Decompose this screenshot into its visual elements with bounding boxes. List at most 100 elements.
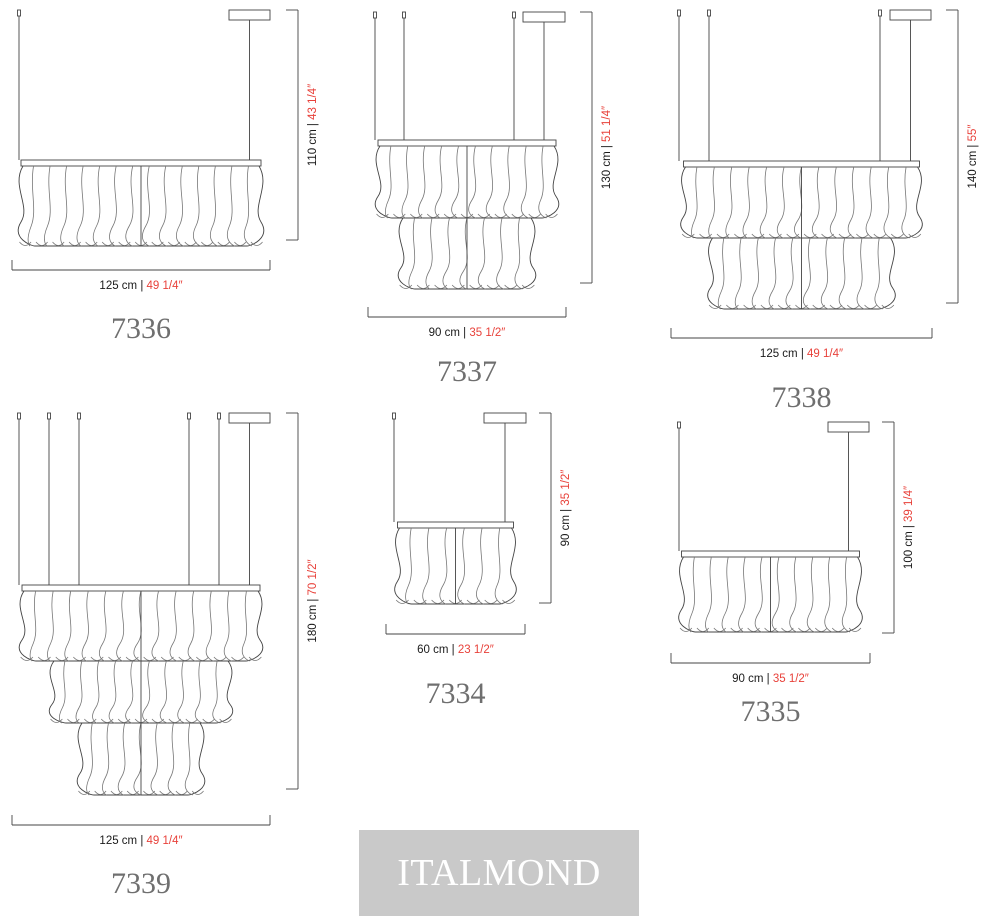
glass-slat — [76, 165, 84, 247]
height-label: 110 cm | 43 1/4″ — [307, 84, 319, 166]
slat-loop — [143, 790, 156, 795]
glass-slat — [451, 145, 460, 219]
width-inches: 49 1/4″ — [807, 348, 843, 360]
glass-slat — [485, 145, 494, 219]
width-cm: 90 cm | — [732, 673, 773, 685]
glass-slat — [688, 556, 695, 633]
frame-bar — [21, 584, 261, 592]
slat-loop — [726, 304, 739, 309]
glass-slat — [212, 660, 221, 724]
glass-slat — [776, 166, 785, 239]
glass-slat — [459, 217, 468, 290]
slat-loop — [117, 718, 131, 723]
height-inches: 51 1/4″ — [601, 106, 613, 142]
cable-anchor — [77, 412, 81, 420]
ceiling-canopy — [889, 9, 932, 21]
slat-loop — [151, 718, 165, 723]
glass-slat — [81, 590, 89, 662]
cable-anchor — [677, 421, 681, 429]
ceiling-canopy — [228, 9, 271, 21]
product-7338: 140 cm | 55″125 cm | 49 1/4″7338 — [670, 9, 979, 414]
glass-slat — [159, 660, 168, 724]
height-inches: 43 1/4″ — [307, 84, 319, 120]
slat-loop — [85, 241, 98, 246]
slat-loop — [101, 241, 115, 246]
tier-edge-left — [397, 217, 416, 290]
product-7335: 100 cm | 39 1/4″90 cm | 35 1/2″7335 — [670, 421, 915, 728]
slat-loop — [410, 213, 423, 218]
slat-loop — [399, 284, 413, 289]
slat-loop — [873, 233, 887, 238]
height-label: 140 cm | 55″ — [967, 125, 979, 189]
glass-slat — [205, 590, 214, 662]
slat-loop — [786, 233, 800, 238]
height-inches: 55″ — [967, 125, 979, 142]
height-label: 130 cm | 51 1/4″ — [601, 106, 613, 189]
glass-slat — [789, 556, 798, 633]
width-label: 90 cm | 35 1/2″ — [732, 673, 809, 685]
ceiling-canopy — [522, 11, 566, 23]
slat-loop — [67, 718, 80, 723]
slat-loop — [20, 656, 34, 661]
tier-edge-right — [187, 722, 206, 796]
slat-loop — [477, 213, 491, 218]
glass-slat — [47, 590, 54, 662]
tier-edge-left — [394, 527, 412, 605]
glass-slat — [384, 145, 392, 219]
cable-anchor — [512, 11, 516, 19]
slat-loop — [35, 241, 48, 246]
glass-slat — [717, 237, 725, 310]
slat-loop — [486, 284, 500, 289]
glass-slat — [133, 722, 142, 796]
slat-loop — [395, 599, 409, 604]
slat-loop — [908, 233, 922, 238]
slat-loop — [494, 213, 508, 218]
glass-slat — [468, 145, 477, 219]
width-cm: 125 cm | — [99, 835, 146, 847]
tier-edge-right — [541, 145, 560, 219]
frame-bar — [683, 160, 920, 168]
product-7337: 130 cm | 51 1/4″90 cm | 35 1/2″7337 — [367, 11, 613, 388]
glass-slat — [838, 237, 847, 310]
tier-edge-right — [246, 165, 265, 247]
tier-edge-left — [18, 590, 37, 662]
cable-anchor — [17, 9, 21, 17]
glass-slat — [99, 590, 107, 662]
slat-loop — [864, 304, 877, 309]
cable-anchor — [402, 11, 406, 19]
slat-loop — [55, 656, 69, 661]
slat-loop — [184, 241, 197, 246]
glass-slat — [520, 145, 529, 219]
glass-slat — [754, 556, 763, 633]
model-number: 7337 — [437, 355, 497, 388]
slat-loop — [511, 213, 524, 218]
glass-slat — [802, 237, 811, 310]
glass-slat — [811, 166, 820, 239]
slat-loop — [78, 790, 91, 795]
height-cm: 130 cm | — [601, 142, 613, 189]
glass-slat — [538, 145, 547, 219]
slat-loop — [143, 656, 157, 661]
tier-edge-left — [680, 166, 698, 239]
glass-slat — [477, 217, 486, 290]
tier-edge-right — [845, 556, 863, 633]
slat-loop — [681, 233, 695, 238]
slat-loop — [175, 790, 188, 795]
glass-slat — [442, 217, 451, 290]
slat-loop — [528, 213, 541, 218]
tier-edge-right — [878, 237, 896, 310]
glass-slat — [64, 590, 72, 662]
glass-slat — [226, 165, 236, 247]
ceiling-canopy — [827, 421, 870, 433]
slat-loop — [393, 213, 406, 218]
tier-edge-left — [707, 237, 725, 310]
cable-anchor — [47, 412, 51, 420]
glass-slat — [494, 527, 503, 605]
width-label: 125 cm | 49 1/4″ — [99, 835, 182, 847]
slat-loop — [521, 284, 535, 289]
slat-loop — [484, 599, 498, 604]
slat-loop — [848, 627, 862, 632]
slat-loop — [545, 213, 558, 218]
slat-loop — [84, 718, 97, 723]
slat-loop — [108, 656, 122, 661]
